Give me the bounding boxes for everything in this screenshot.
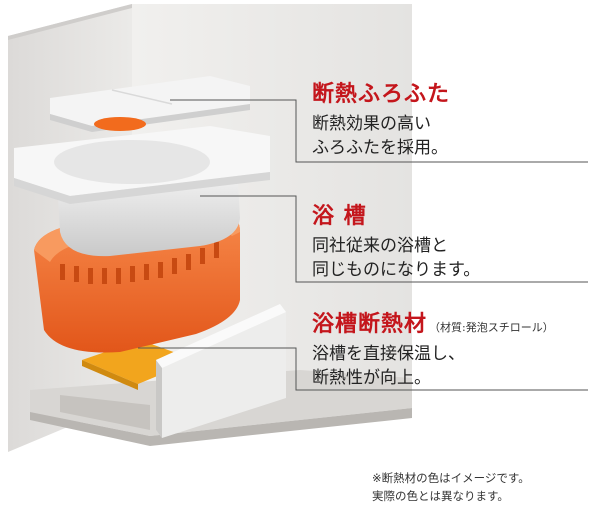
callout-tub-line-1: 同社従来の浴槽と [312, 236, 448, 256]
color-disclaimer-note: ※断熱材の色はイメージです。 実際の色とは異なります。 [372, 469, 530, 505]
callout-insulation-line-2: 断熱性が向上。 [312, 368, 431, 388]
callout-tub-title: 浴 槽 [312, 203, 367, 229]
callout-lid-text: 断熱効果の高い ふろふたを採用。 [312, 112, 450, 160]
leader-line-insulation [138, 347, 588, 391]
note-line-2: 実際の色とは異なります。 [372, 489, 509, 503]
callout-tub: 浴 槽 同社従来の浴槽と 同じものになります。 [312, 198, 480, 282]
note-line-1: ※断熱材の色はイメージです。 [372, 471, 530, 485]
callout-insulation: 浴槽断熱材（材質:発泡スチロール） 浴槽を直接保温し、 断熱性が向上。 [312, 306, 554, 390]
apron-panel [156, 304, 286, 438]
leader-lines [138, 99, 588, 391]
callout-lid: 断熱ふろふた 断熱効果の高い ふろふたを採用。 [312, 76, 450, 160]
callout-tub-text: 同社従来の浴槽と 同じものになります。 [312, 234, 480, 282]
leader-line-lid [170, 99, 588, 163]
callout-insulation-title-row: 浴槽断熱材（材質:発泡スチロール） [312, 306, 554, 338]
callout-insulation-title: 浴槽断熱材 [312, 311, 428, 337]
leader-line-tub [200, 195, 588, 283]
callout-insulation-subtitle: （材質:発泡スチロール） [429, 321, 554, 334]
callout-lid-line-1: 断熱効果の高い [312, 114, 431, 134]
bathtub [14, 126, 270, 257]
callout-tub-line-2: 同じものになります。 [312, 260, 481, 280]
callout-insulation-line-1: 浴槽を直接保温し、 [312, 344, 465, 364]
callout-lid-title: 断熱ふろふた [312, 81, 451, 107]
callout-lid-line-2: ふろふたを採用。 [312, 138, 448, 158]
callout-insulation-text: 浴槽を直接保温し、 断熱性が向上。 [312, 342, 554, 390]
bath-lid [50, 76, 250, 132]
